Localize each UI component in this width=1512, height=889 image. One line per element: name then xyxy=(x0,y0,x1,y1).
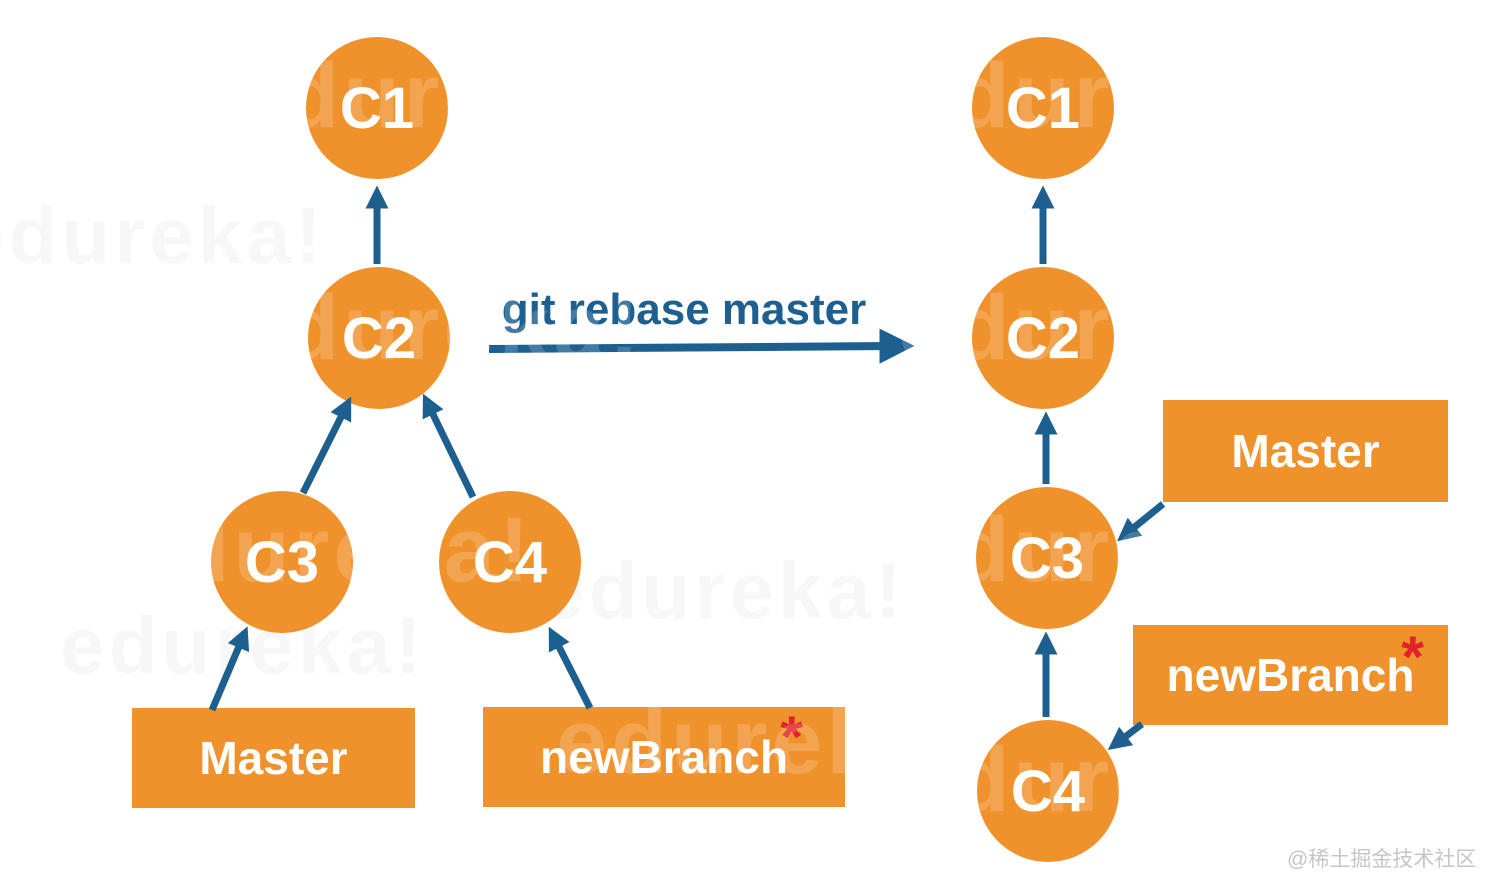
branch-label-master-before: Master xyxy=(132,708,415,808)
rebase-command-label: git rebase master xyxy=(501,285,867,334)
branch-label-newbranch-before: newBranch * xyxy=(483,707,845,807)
edge-master-to-c3-after xyxy=(1117,501,1166,542)
edge-master-to-c3-before xyxy=(208,626,250,712)
commit-node-c2-after: C2 xyxy=(972,267,1114,409)
commit-node-c4-before: C4 xyxy=(439,491,581,633)
edureka-watermark: edureka! xyxy=(540,546,906,635)
branch-label-master-before-text: Master xyxy=(199,732,348,784)
branch-label-newbranch-after-text: newBranch xyxy=(1166,649,1415,701)
commit-node-c3-before: C3 xyxy=(211,491,353,633)
commit-node-c2-before: C2 xyxy=(308,267,450,409)
branch-label-newbranch-before-text: newBranch xyxy=(540,731,788,783)
branch-label-master-after: Master xyxy=(1163,400,1448,502)
rebase-arrow xyxy=(488,328,915,364)
edge-newbranch-to-c4-before xyxy=(548,626,594,710)
modified-asterisk-after: * xyxy=(1401,625,1424,690)
commit-node-c4-after: C4 xyxy=(977,720,1119,862)
modified-asterisk-before: * xyxy=(780,705,803,770)
edureka-watermark: edureka! xyxy=(0,191,326,280)
branch-label-newbranch-after: newBranch * xyxy=(1133,625,1448,725)
commit-node-c3-after: C3 xyxy=(976,487,1118,629)
branch-label-master-after-text: Master xyxy=(1231,425,1380,477)
edge-c3-to-c2-before xyxy=(299,396,352,495)
edge-newbranch-to-c4-after xyxy=(1107,721,1145,750)
site-watermark: @稀土掘金技术社区 xyxy=(1287,848,1477,871)
edge-c4-to-c2-before xyxy=(422,393,477,499)
commit-node-c1-before: C1 xyxy=(306,37,448,179)
commit-node-c1-after: C1 xyxy=(972,37,1114,179)
